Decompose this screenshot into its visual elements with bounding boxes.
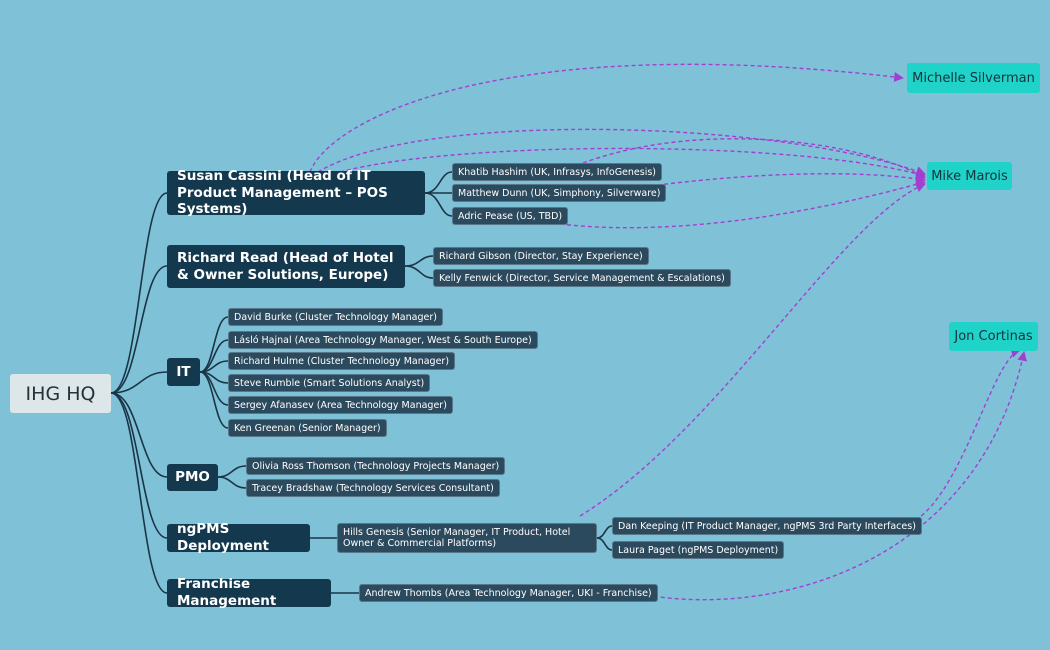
leaf-tracey-bradshaw[interactable]: Tracey Bradshaw (Technology Services Con… <box>246 479 500 497</box>
leaf-andrew-thombs[interactable]: Andrew Thombs (Area Technology Manager, … <box>359 584 658 602</box>
leaf-hills-genesis[interactable]: Hills Genesis (Senior Manager, IT Produc… <box>337 523 597 553</box>
relation-link <box>559 179 926 229</box>
branch-it[interactable]: IT <box>167 358 200 386</box>
connector <box>199 316 229 373</box>
connector <box>110 392 168 594</box>
connector <box>596 525 613 539</box>
leaf-richard-gibson[interactable]: Richard Gibson (Director, Stay Experienc… <box>433 247 649 265</box>
target-jon-cortinas[interactable]: Jon Cortinas <box>949 322 1038 351</box>
leaf-david-burke[interactable]: David Burke (Cluster Technology Manager) <box>228 308 443 326</box>
leaf-richard-hulme[interactable]: Richard Hulme (Cluster Technology Manage… <box>228 352 456 370</box>
leaf-matthew-dunn[interactable]: Matthew Dunn (UK, Simphony, Silverware) <box>452 184 667 202</box>
leaf-sergey-afanasev[interactable]: Sergey Afanasev (Area Technology Manager… <box>228 396 453 414</box>
connector <box>424 192 453 217</box>
leaf-kelly-fenwick[interactable]: Kelly Fenwick (Director, Service Managem… <box>433 269 731 287</box>
leaf-olivia-ross-thomson[interactable]: Olivia Ross Thomson (Technology Projects… <box>246 457 506 475</box>
leaf-khatib-hashim[interactable]: Khatib Hashim (UK, Infrasys, InfoGenesis… <box>452 163 663 181</box>
relation-link <box>309 63 904 173</box>
leaf-dan-keeping[interactable]: Dan Keeping (IT Product Manager, ngPMS 3… <box>612 517 922 535</box>
connector <box>217 465 247 478</box>
root-node[interactable]: IHG HQ <box>10 374 111 413</box>
branch-ngpms-deployment[interactable]: ngPMS Deployment <box>167 521 310 554</box>
connector <box>110 392 168 539</box>
connector <box>110 265 168 394</box>
connector <box>110 371 168 394</box>
branch-susan-cassini[interactable]: Susan Cassini (Head of IT Product Manage… <box>167 168 425 217</box>
connector <box>110 192 168 394</box>
branch-pmo[interactable]: PMO <box>167 464 218 491</box>
target-michelle-silverman[interactable]: Michelle Silverman <box>907 63 1040 93</box>
relation-link <box>579 182 926 517</box>
connector <box>217 476 247 489</box>
leaf-adric-pease[interactable]: Adric Pease (US, TBD) <box>452 207 569 225</box>
connector <box>404 255 434 267</box>
relation-link <box>317 128 926 176</box>
connector <box>404 265 434 279</box>
target-mike-marois[interactable]: Mike Marois <box>927 162 1012 190</box>
leaf-steve-rumble[interactable]: Steve Rumble (Smart Solutions Analyst) <box>228 374 431 392</box>
leaf-laslo-hajnal[interactable]: Lásló Hajnal (Area Technology Manager, W… <box>228 331 538 349</box>
relation-link <box>902 348 1021 527</box>
leaf-ken-greenan[interactable]: Ken Greenan (Senior Manager) <box>228 419 387 437</box>
branch-franchise-management[interactable]: Franchise Management <box>167 576 331 609</box>
connector <box>110 392 168 478</box>
relation-link <box>582 138 926 179</box>
relation-link <box>339 147 926 179</box>
branch-richard-read[interactable]: Richard Read (Head of Hotel & Owner Solu… <box>167 245 405 288</box>
relation-link <box>649 173 926 187</box>
relation-link <box>639 351 1027 601</box>
leaf-laura-paget[interactable]: Laura Paget (ngPMS Deployment) <box>612 541 785 559</box>
connector <box>596 537 613 551</box>
connector <box>424 171 453 194</box>
connector <box>199 371 229 429</box>
